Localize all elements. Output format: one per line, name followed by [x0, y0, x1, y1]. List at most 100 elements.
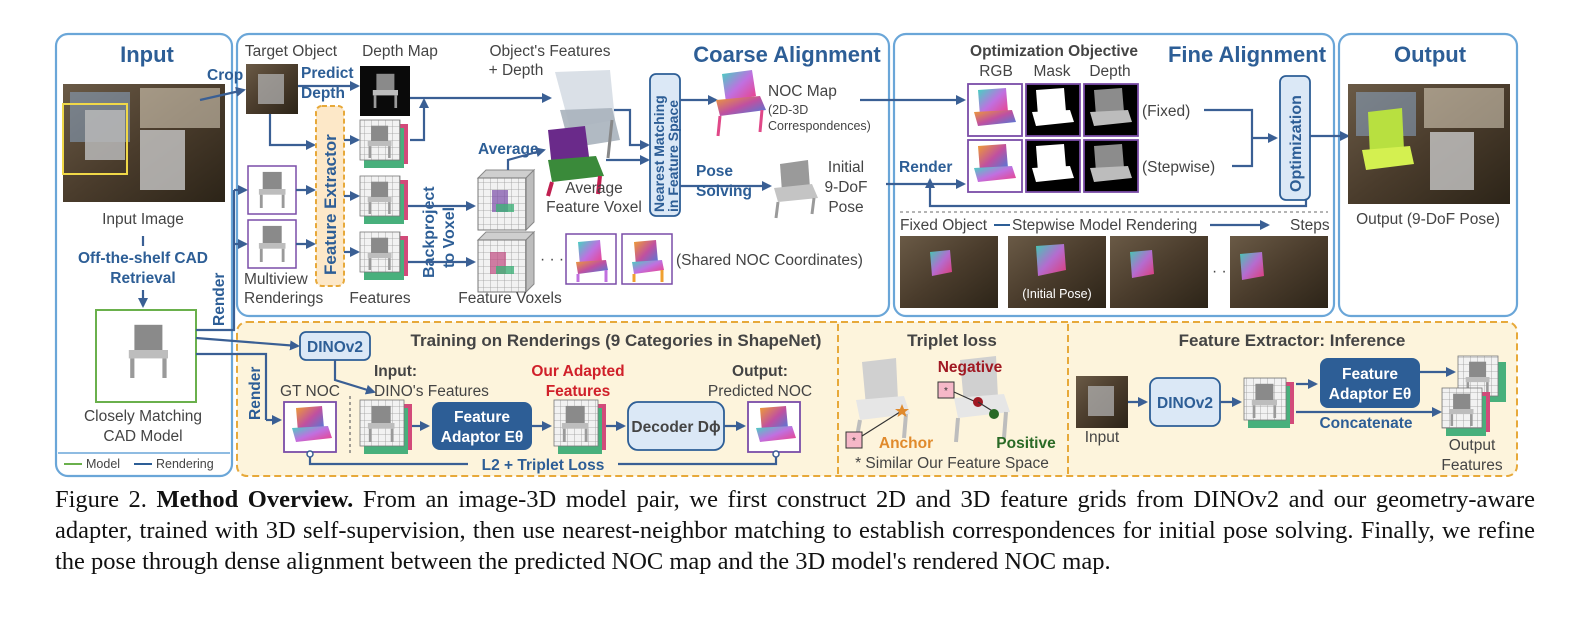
fine-title: Fine Alignment	[1168, 42, 1327, 67]
input-image-label: Input Image	[102, 211, 184, 228]
fixed-object-label: Fixed Object	[900, 217, 988, 234]
fine-rgb-fixed	[967, 83, 1023, 137]
fine-mask-stepwise	[1025, 139, 1081, 193]
method-overview-diagram: Input Coarse Alignment Fine Alignment Ou…	[54, 32, 1519, 478]
multiview-rendering-2	[247, 219, 297, 269]
rgb-label: RGB	[979, 63, 1013, 80]
concatenate-label: Concatenate	[1319, 415, 1412, 432]
cad-to-dinov2-arrow	[195, 336, 300, 351]
nn-matching-label-2: in Feature Space	[665, 100, 681, 212]
feature-extractor-label: Feature Extractor	[321, 134, 340, 275]
render-fine-label: Render	[899, 159, 952, 176]
caption-prefix: Figure 2.	[55, 486, 147, 513]
objects-features-label-2: + Depth	[489, 62, 544, 79]
average-label: Average	[478, 141, 539, 158]
noc-map-image	[716, 70, 766, 137]
adapted-features-grid	[553, 399, 606, 454]
retrieval-label-1: Off-the-shelf CAD	[78, 250, 208, 267]
step-image-3	[1110, 236, 1208, 308]
output-panel	[1337, 32, 1519, 318]
anchor-star	[895, 404, 909, 417]
dinov2-inference-label: DINOv2	[1157, 395, 1213, 412]
mask-label: Mask	[1033, 63, 1070, 80]
negative-label: Negative	[938, 359, 1003, 376]
adaptor-training-label-1: Feature	[454, 409, 510, 426]
noc-map-label: NOC Map	[768, 83, 837, 100]
adapted-label-1: Our Adapted	[531, 363, 624, 380]
stepwise-rendering-label: Stepwise Model Rendering	[1012, 217, 1197, 234]
cad-label-1: Closely Matching	[84, 408, 202, 425]
target-to-extractor-arrow	[268, 114, 316, 150]
adapted-label-2: Features	[546, 383, 611, 400]
feature-voxel-1	[476, 168, 536, 232]
output-image	[1348, 84, 1510, 204]
noc-corr-label-2: Correspondences)	[768, 119, 871, 133]
feature-grid-view-1	[359, 175, 408, 224]
negative-marker	[937, 381, 955, 399]
average-voxel-label-2: Feature Voxel	[546, 199, 642, 216]
multiview-rendering-1	[247, 165, 297, 215]
noc-corr-label-1: (2D-3D	[768, 103, 808, 117]
fine-depth-stepwise	[1083, 139, 1139, 193]
nearest-matching-box	[649, 73, 681, 217]
output-training-label-1: Output:	[732, 363, 788, 380]
figure-caption: Figure 2. Method Overview. From an image…	[55, 484, 1535, 577]
adaptor-inference-label-2: Adaptor Eθ	[1329, 386, 1411, 403]
fine-alignment-panel	[892, 32, 1336, 318]
shared-noc-1	[565, 233, 617, 285]
positive-point	[989, 409, 999, 419]
multiview-label-1: Multiview	[244, 271, 309, 288]
pose-label-2: Solving	[696, 183, 752, 200]
adaptor-training-label-2: Adaptor Eθ	[441, 429, 523, 446]
depth-fine-label: Depth	[1089, 63, 1130, 80]
initial-pose-label-3: Pose	[828, 199, 863, 216]
steps-label: Steps	[1290, 217, 1330, 234]
render-training-label: Render	[247, 367, 264, 420]
coarse-title: Coarse Alignment	[693, 42, 881, 67]
shared-noc-2	[621, 233, 673, 285]
dinov2-to-features	[333, 360, 376, 395]
step-image-4	[1230, 236, 1328, 308]
cad-to-render-path	[196, 352, 268, 420]
step-image-2	[1008, 236, 1106, 308]
optimization-label: Optimization	[1288, 95, 1305, 192]
cad-label-2: CAD Model	[103, 428, 182, 445]
inference-output-grid-bottom	[1441, 387, 1490, 436]
anchor-label: Anchor	[879, 435, 933, 452]
input-panel	[54, 32, 234, 478]
retrieval-label-2: Retrieval	[110, 270, 175, 287]
feature-grid-view-2	[359, 231, 408, 280]
dinov2-training-label: DINOv2	[307, 339, 363, 356]
step-image-1	[900, 236, 998, 308]
training-title: Training on Renderings (9 Categories in …	[411, 331, 822, 350]
shared-noc-label: (Shared NOC Coordinates)	[676, 252, 863, 269]
gt-noc-image	[283, 401, 337, 453]
crop-label: Crop	[207, 67, 243, 84]
input-title: Input	[120, 42, 174, 67]
target-object-label: Target Object	[245, 43, 338, 60]
backproject-label-1: Backproject	[421, 186, 438, 278]
triplet-anchor-chair	[854, 358, 910, 443]
features-label: Features	[349, 290, 410, 307]
initial-pose-chair	[774, 160, 818, 219]
feature-grid-target	[359, 119, 408, 168]
average-feature-voxel	[546, 126, 604, 197]
backproject-label-2: to Voxel	[441, 207, 458, 268]
svg-text:*: *	[944, 386, 948, 397]
fixed-label: (Fixed)	[1142, 103, 1190, 120]
inference-input-label: Input	[1085, 429, 1120, 446]
feature-voxels-label: Feature Voxels	[458, 290, 562, 307]
depth-label: Depth	[301, 85, 345, 102]
feature-voxel-2	[476, 230, 536, 294]
decoder-label: Decoder Dϕ	[631, 419, 721, 436]
dots-coarse: · · ·	[540, 251, 564, 268]
predict-label: Predict	[301, 65, 354, 82]
output-label: Output (9-DoF Pose)	[1356, 211, 1500, 228]
inference-dino-grid	[1243, 377, 1294, 428]
input-training-label-1: Input:	[374, 363, 417, 380]
legend-rendering: Rendering	[156, 457, 214, 471]
stepwise-label: (Stepwise)	[1142, 159, 1215, 176]
predicted-noc-image	[747, 401, 801, 453]
inference-output-label-1: Output	[1449, 437, 1496, 454]
positive-label: Positive	[996, 435, 1056, 452]
